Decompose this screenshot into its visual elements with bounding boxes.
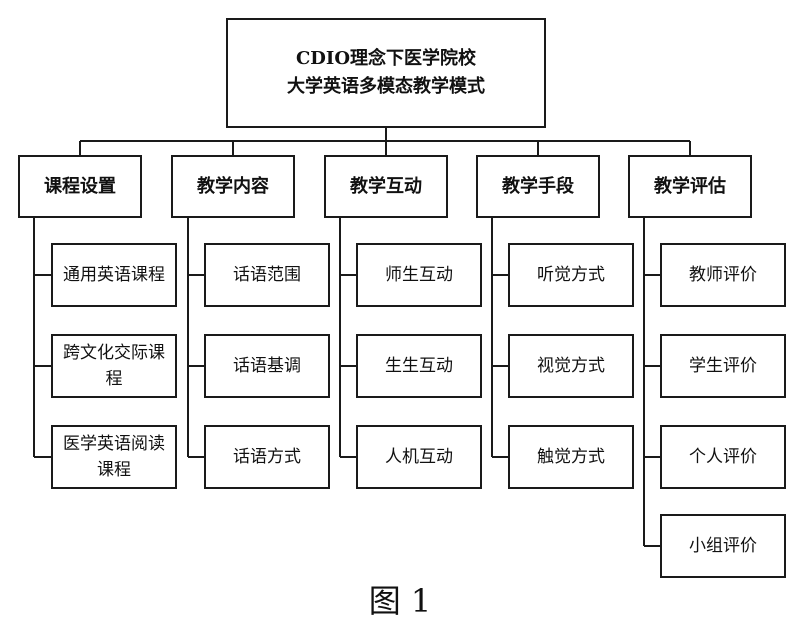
leaf-label: 视觉方式 [537,355,605,376]
leaf-label: 小组评价 [689,535,757,556]
category-label: 课程设置 [44,175,116,197]
leaf-label: 学生评价 [689,355,757,376]
leaf-label: 话语方式 [233,446,301,467]
leaf-node: 人机互动 [356,425,482,489]
leaf-label: 触觉方式 [537,446,605,467]
category-label: 教学互动 [350,175,422,197]
leaf-node: 教师评价 [660,243,786,307]
leaf-node: 学生评价 [660,334,786,398]
leaf-node: 通用英语课程 [51,243,177,307]
leaf-node: 小组评价 [660,514,786,578]
category-teaching-means: 教学手段 [476,155,600,218]
leaf-label: 听觉方式 [537,264,605,285]
category-course-setting: 课程设置 [18,155,142,218]
leaf-node: 听觉方式 [508,243,634,307]
leaf-node: 个人评价 [660,425,786,489]
figure-caption: 图 1 [368,582,432,620]
leaf-node: 师生互动 [356,243,482,307]
leaf-label: 个人评价 [689,446,757,467]
root-node: CDIO理念下医学院校 大学英语多模态教学模式 [226,18,546,128]
leaf-label: 话语基调 [233,355,301,376]
category-label: 教学评估 [654,175,726,197]
leaf-label: 师生互动 [385,264,453,285]
category-teaching-interaction: 教学互动 [324,155,448,218]
leaf-node: 话语基调 [204,334,330,398]
leaf-node: 跨文化交际课程 [51,334,177,398]
leaf-label: 通用英语课程 [63,264,165,285]
leaf-node: 医学英语阅读课程 [51,425,177,489]
category-label: 教学手段 [502,175,574,197]
leaf-node: 话语方式 [204,425,330,489]
leaf-node: 生生互动 [356,334,482,398]
leaf-label: 话语范围 [233,264,301,285]
root-title-line1: CDIO理念下医学院校 [295,48,477,70]
leaf-label: 跨文化交际课程 [63,342,165,389]
leaf-label: 生生互动 [385,355,453,376]
leaf-node: 视觉方式 [508,334,634,398]
root-title-line2: 大学英语多模态教学模式 [287,76,485,97]
leaf-node: 触觉方式 [508,425,634,489]
leaf-label: 医学英语阅读课程 [63,433,165,480]
leaf-label: 教师评价 [689,264,757,285]
leaf-node: 话语范围 [204,243,330,307]
category-teaching-evaluation: 教学评估 [628,155,752,218]
category-teaching-content: 教学内容 [171,155,295,218]
leaf-label: 人机互动 [385,446,453,467]
category-label: 教学内容 [197,175,269,197]
